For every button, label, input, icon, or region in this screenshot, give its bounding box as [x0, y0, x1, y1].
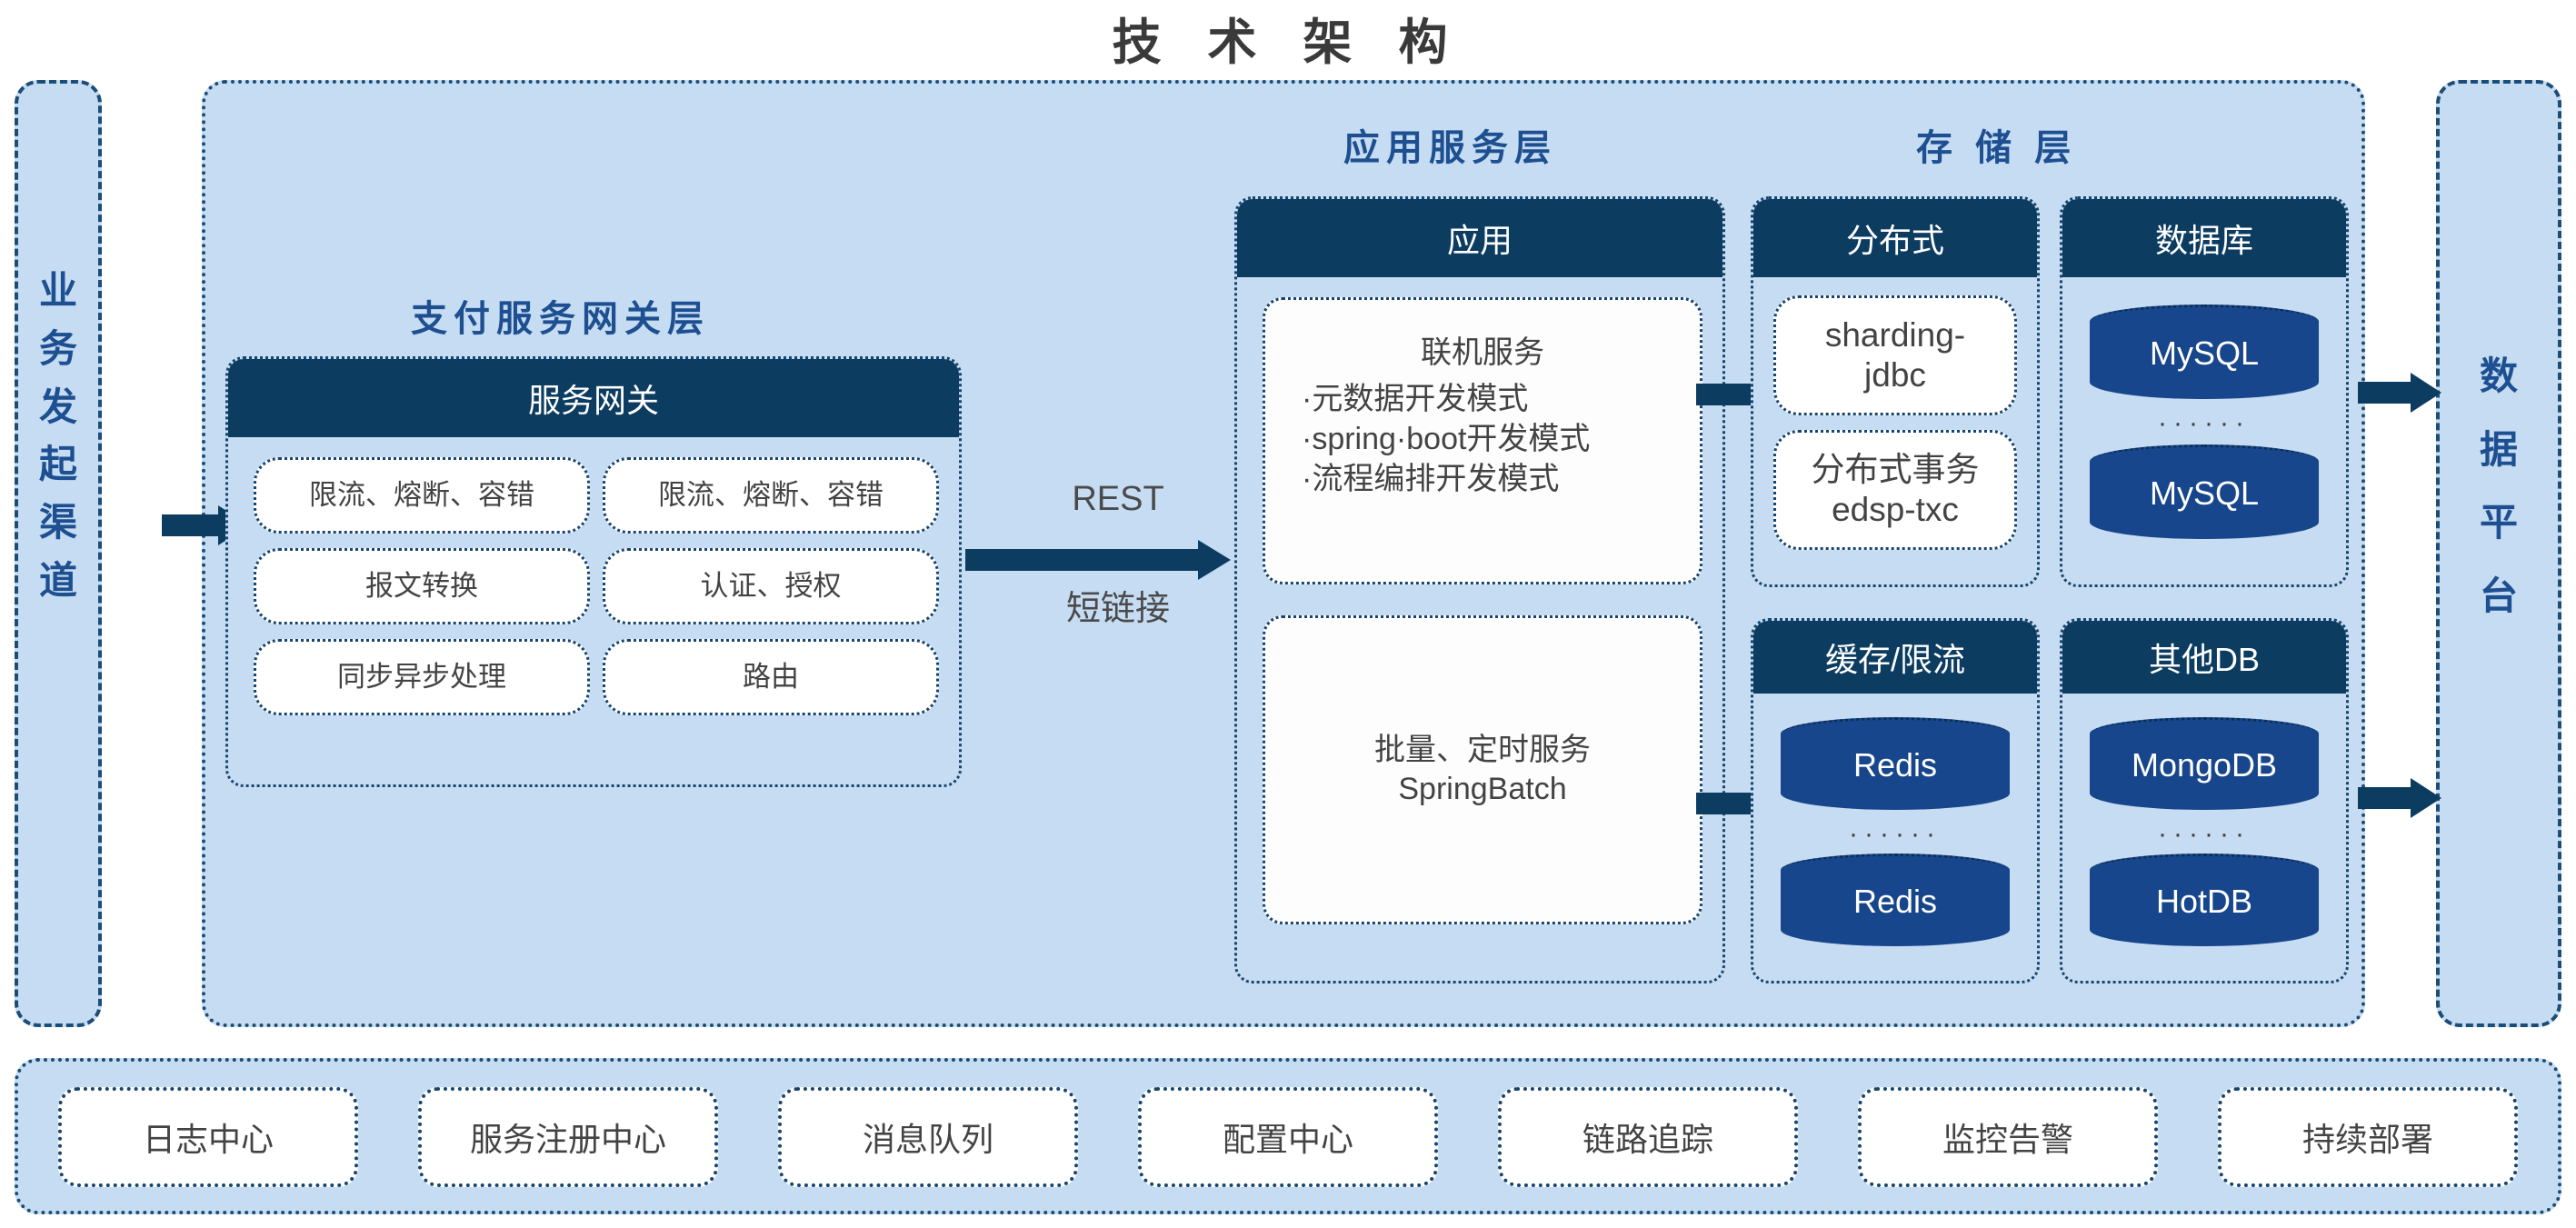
application-layer-caption: 应用服务层	[1343, 128, 1557, 168]
gateway-pill-sync-async[interactable]: 同步异步处理	[254, 639, 590, 715]
database-ellipsis: ······	[2158, 408, 2251, 438]
support-item-log-center[interactable]: 日志中心	[58, 1087, 358, 1187]
online-service-box[interactable]: 联机服务 ·元数据开发模式 ·spring·boot开发模式 ·流程编排开发模式	[1263, 297, 1702, 584]
gateway-pill-ratelimit-1[interactable]: 限流、熔断、容错	[254, 457, 590, 534]
gateway-pill-message-transform[interactable]: 报文转换	[254, 548, 590, 624]
distributed-card: 分布式 sharding- jdbc 分布式事务 edsp-txc	[1751, 196, 2040, 587]
batch-service-line2: SpringBatch	[1398, 772, 1567, 806]
cache-node-redis-1[interactable]: Redis	[1781, 717, 2010, 810]
storage-layer-caption: 存 储 层	[1916, 128, 2078, 168]
other-db-ellipsis: ······	[2158, 819, 2251, 849]
online-service-item: ·流程编排开发模式	[1302, 462, 1560, 497]
left-channel-char: 务	[38, 326, 77, 370]
left-channel-char: 道	[38, 559, 77, 603]
online-service-item: ·元数据开发模式	[1302, 382, 1529, 416]
other-db-card: 其他DB MongoDB ······ HotDB	[2060, 618, 2349, 983]
sharding-jdbc-line2: jdbc	[1864, 356, 1926, 394]
gateway-pill-routing[interactable]: 路由	[603, 639, 939, 715]
left-channel-panel: 业 务 发 起 渠 道	[15, 80, 102, 1027]
distributed-item-sharding-jdbc[interactable]: sharding- jdbc	[1773, 295, 2017, 415]
database-node-mysql-1[interactable]: MySQL	[2090, 305, 2319, 399]
other-db-header: 其他DB	[2062, 621, 2346, 694]
gateway-pill-auth[interactable]: 认证、授权	[603, 548, 939, 624]
arrow-gateway-to-application	[965, 540, 1238, 580]
distributed-body: sharding- jdbc 分布式事务 edsp-txc	[1753, 277, 2037, 584]
short-link-label: 短链接	[1065, 590, 1170, 628]
database-header: 数据库	[2062, 199, 2346, 277]
other-db-node-hotdb[interactable]: HotDB	[2090, 854, 2319, 946]
database-node-mysql-2[interactable]: MySQL	[2090, 444, 2319, 539]
rest-label: REST	[1072, 480, 1164, 518]
right-channel-panel: 数 据 平 台	[2436, 80, 2561, 1027]
application-header: 应用	[1237, 199, 1722, 277]
distributed-header: 分布式	[1753, 199, 2037, 277]
database-card: 数据库 MySQL ······ MySQL	[2060, 196, 2349, 587]
cache-node-redis-2[interactable]: Redis	[1781, 854, 2010, 946]
support-item-message-queue[interactable]: 消息队列	[778, 1087, 1078, 1187]
left-channel-label: 业 务 发 起 渠 道	[18, 262, 98, 610]
cache-ellipsis: ······	[1849, 819, 1942, 849]
other-db-node-mongodb[interactable]: MongoDB	[2090, 717, 2319, 810]
cache-body: Redis ······ Redis	[1753, 694, 2037, 981]
left-channel-char: 起	[38, 443, 77, 486]
support-item-config-center[interactable]: 配置中心	[1138, 1087, 1438, 1187]
database-body: MySQL ······ MySQL	[2062, 277, 2346, 584]
left-channel-char: 业	[38, 269, 77, 312]
distributed-item-edsp-txc[interactable]: 分布式事务 edsp-txc	[1773, 430, 2017, 550]
support-item-continuous-deploy[interactable]: 持续部署	[2218, 1087, 2518, 1187]
right-channel-char: 台	[2479, 574, 2518, 617]
online-service-title: 联机服务	[1421, 335, 1544, 370]
service-gateway-card: 服务网关 限流、熔断、容错 限流、熔断、容错 报文转换 认证、授权 同步异步处理…	[225, 356, 962, 787]
right-channel-char: 数	[2479, 354, 2518, 397]
cache-card: 缓存/限流 Redis ······ Redis	[1751, 618, 2040, 983]
service-gateway-header: 服务网关	[228, 359, 959, 437]
batch-service-line1: 批量、定时服务	[1374, 733, 1591, 768]
online-service-item: ·spring·boot开发模式	[1302, 422, 1591, 457]
gateway-pill-ratelimit-2[interactable]: 限流、熔断、容错	[603, 457, 939, 534]
other-db-body: MongoDB ······ HotDB	[2062, 694, 2346, 981]
support-item-monitoring-alert[interactable]: 监控告警	[1858, 1087, 2158, 1187]
left-channel-char: 渠	[38, 501, 77, 544]
online-service-list: ·元数据开发模式 ·spring·boot开发模式 ·流程编排开发模式	[1282, 379, 1683, 500]
sharding-jdbc-line1: sharding-	[1824, 316, 1966, 354]
application-body: 联机服务 ·元数据开发模式 ·spring·boot开发模式 ·流程编排开发模式…	[1237, 277, 1722, 981]
arrow-database-to-platform	[2358, 373, 2449, 413]
support-item-trace[interactable]: 链路追踪	[1498, 1087, 1798, 1187]
support-item-service-registry[interactable]: 服务注册中心	[418, 1087, 718, 1187]
right-channel-label: 数 据 平 台	[2440, 340, 2558, 634]
service-gateway-body: 限流、熔断、容错 限流、熔断、容错 报文转换 认证、授权 同步异步处理 路由	[228, 437, 959, 784]
arrow-otherdb-to-platform	[2358, 778, 2449, 818]
gateway-layer-caption: 支付服务网关层	[411, 299, 710, 339]
batch-service-box[interactable]: 批量、定时服务 SpringBatch	[1263, 615, 1702, 924]
right-channel-char: 据	[2479, 427, 2518, 471]
left-channel-char: 发	[38, 384, 77, 428]
page-title: 技 术 架 构	[1112, 15, 1464, 70]
cache-header: 缓存/限流	[1753, 621, 2037, 694]
edsp-txc-line1: 分布式事务	[1811, 451, 1980, 489]
edsp-txc-line2: edsp-txc	[1832, 491, 1959, 528]
application-card: 应用 联机服务 ·元数据开发模式 ·spring·boot开发模式 ·流程编排开…	[1234, 196, 1725, 983]
support-services-panel: 日志中心 服务注册中心 消息队列 配置中心 链路追踪 监控告警 持续部署	[15, 1058, 2561, 1214]
right-channel-char: 平	[2479, 501, 2518, 544]
